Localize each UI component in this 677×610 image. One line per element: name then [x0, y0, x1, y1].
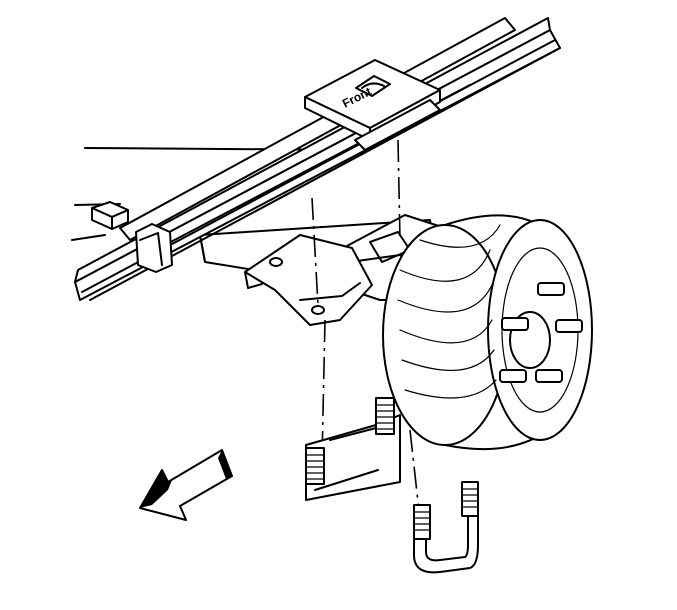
- spring-spacer-block: [354, 99, 441, 151]
- spring-clip: [91, 201, 173, 273]
- direction-arrow: [139, 449, 233, 521]
- u-bolt-nuts: [305, 397, 479, 540]
- brake-drum: [382, 214, 593, 451]
- wheel-studs: [499, 282, 583, 383]
- spring-anchor-plate: [244, 234, 373, 326]
